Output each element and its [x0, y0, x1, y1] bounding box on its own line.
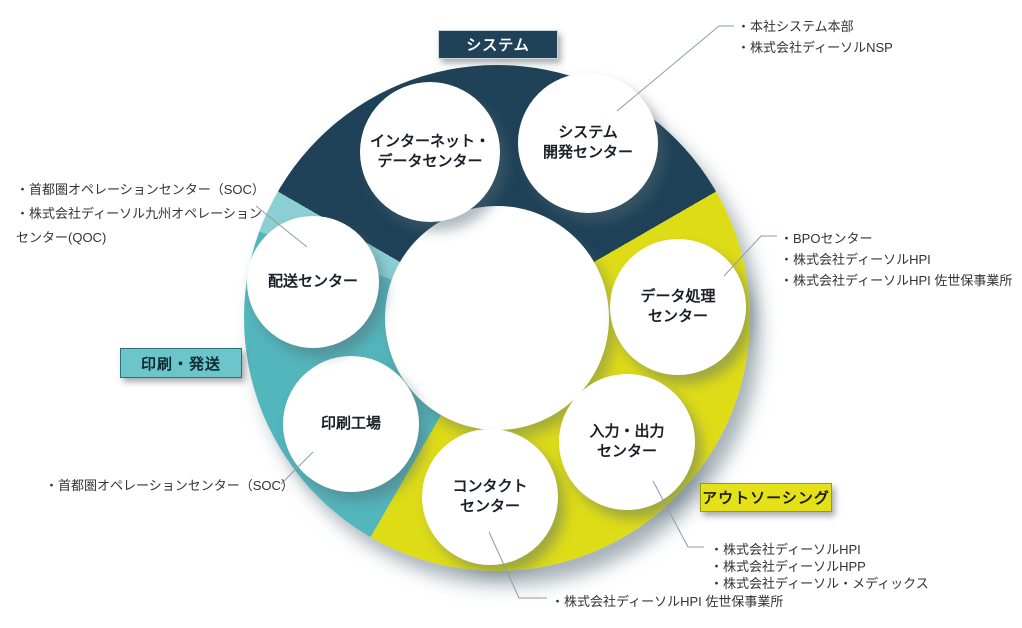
annotation-delivery: ・首都圏オペレーションセンター（SOC） ・株式会社ディーソル九州オペレーション…	[16, 182, 265, 245]
category-label-outsourcing: アウトソーシング	[700, 483, 832, 512]
circle-internet-data-center: インターネット・ データセンター	[360, 82, 500, 222]
annotation-print-factory: ・首都圏オペレーションセンター（SOC）	[45, 478, 294, 493]
annotation-data-processing: ・BPOセンター ・株式会社ディーソルHPI ・株式会社ディーソルHPI 佐世保…	[780, 231, 1013, 288]
circle-contact-center: コンタクト センター	[422, 429, 558, 565]
circle-system-dev-center-label: システム 開発センター	[542, 124, 633, 161]
annotation-input-output: ・株式会社ディーソルHPI ・株式会社ディーソルHPP ・株式会社ディーソル・メ…	[710, 542, 929, 591]
circle-internet-data-center-label: インターネット・ データセンター	[369, 133, 490, 170]
ring-center-circle	[385, 206, 609, 430]
circle-contact-center-label: コンタクト センター	[452, 478, 528, 515]
annotation-contact: ・株式会社ディーソルHPI 佐世保事業所	[551, 594, 784, 609]
circle-system-dev-center: システム 開発センター	[518, 73, 658, 213]
circle-input-output-center: 入力・出力 センター	[559, 374, 695, 510]
category-label-outsourcing-text: アウトソーシング	[702, 490, 830, 507]
category-label-system: システム	[438, 30, 558, 59]
circle-data-processing-center: データ処理 センター	[610, 239, 746, 375]
circle-delivery-center: 配送センター	[247, 216, 379, 348]
circle-input-output-center-label: 入力・出力 センター	[589, 423, 665, 460]
circle-print-factory-label: 印刷工場	[320, 415, 381, 433]
annotation-system-dev: ・本社システム本部 ・株式会社ディーソルNSP	[737, 19, 893, 55]
circle-data-processing-center-label: データ処理 センター	[640, 288, 716, 325]
category-label-system-text: システム	[466, 37, 530, 54]
circle-delivery-center-label: 配送センター	[267, 273, 358, 291]
category-label-print-shipping: 印刷・発送	[120, 348, 242, 378]
category-label-print-shipping-text: 印刷・発送	[140, 355, 221, 373]
circle-print-factory: 印刷工場	[283, 356, 419, 492]
